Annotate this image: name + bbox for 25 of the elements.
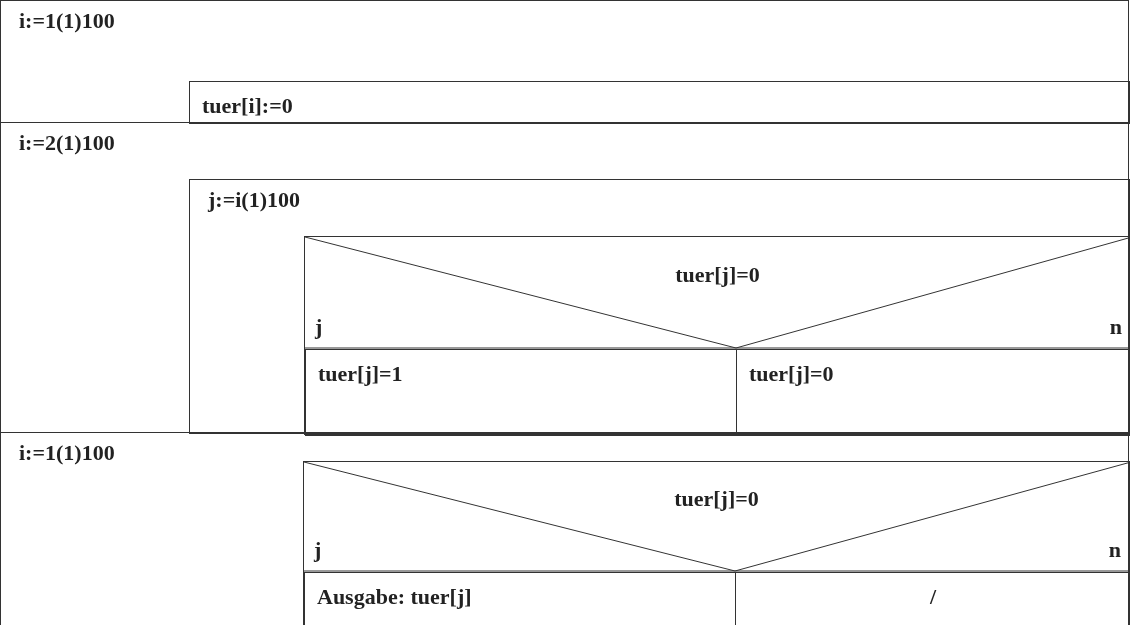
branch-label: j [314, 538, 322, 562]
statement-block [189, 81, 1130, 124]
statement-block [304, 572, 736, 625]
loop-block [0, 432, 1129, 625]
decision-block [304, 236, 1130, 435]
condition-text: tuer[j]=0 [673, 487, 760, 511]
statement-block [736, 349, 1130, 436]
statement-text: tuer[j]=1 [318, 362, 403, 386]
loop-block [0, 0, 1129, 123]
loop-block [0, 122, 1129, 433]
branch-label: n [1109, 315, 1122, 339]
condition-text: tuer[j]=0 [674, 262, 761, 287]
loop-header: i:=1(1)100 [19, 441, 115, 465]
statement-text: tuer[i]:=0 [202, 94, 293, 118]
decision-block [303, 461, 1130, 625]
loop-header: i:=1(1)100 [19, 9, 115, 33]
statement-text: / [928, 585, 938, 609]
loop-header: i:=2(1)100 [19, 131, 115, 155]
branch-label: n [1108, 538, 1121, 562]
statement-block [305, 349, 737, 436]
loop-header: j:=i(1)100 [208, 188, 300, 212]
loop-block [189, 179, 1130, 434]
branch-label: j [315, 315, 323, 339]
statement-text: tuer[j]=0 [749, 362, 834, 386]
statement-text: Ausgabe: tuer[j] [317, 585, 472, 609]
